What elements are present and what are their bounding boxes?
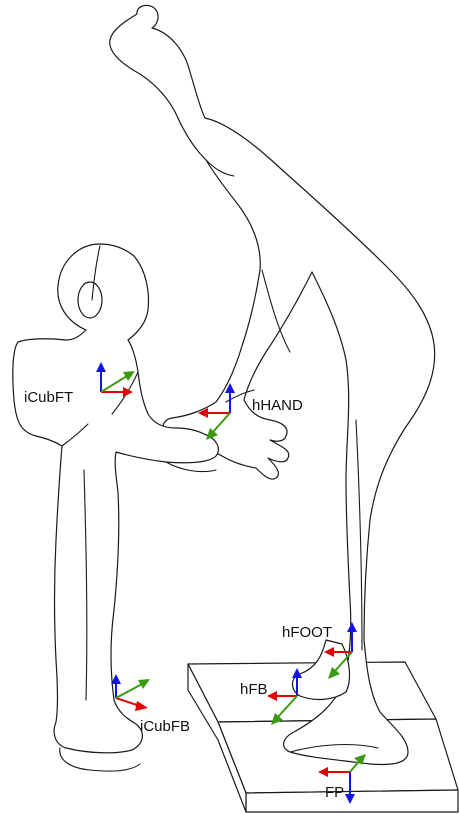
x-arrowhead-icon <box>135 701 148 711</box>
label-fp: FP <box>325 784 344 801</box>
label-hhand: hHAND <box>252 397 303 414</box>
z-arrowhead-icon <box>111 674 121 684</box>
icub-ear <box>78 282 102 318</box>
human-figure <box>110 5 435 764</box>
y-arrowhead-icon <box>138 679 150 689</box>
label-hfb: hFB <box>240 681 268 698</box>
human-body-outline <box>110 5 435 764</box>
label-icubft: iCubFT <box>24 389 73 406</box>
label-hfoot: hFOOT <box>282 624 332 641</box>
label-icubfb: iCubFB <box>140 718 190 735</box>
icub-hand-line <box>166 462 216 472</box>
y-axis-icon <box>116 684 142 698</box>
force-plate-front-face <box>246 790 458 812</box>
